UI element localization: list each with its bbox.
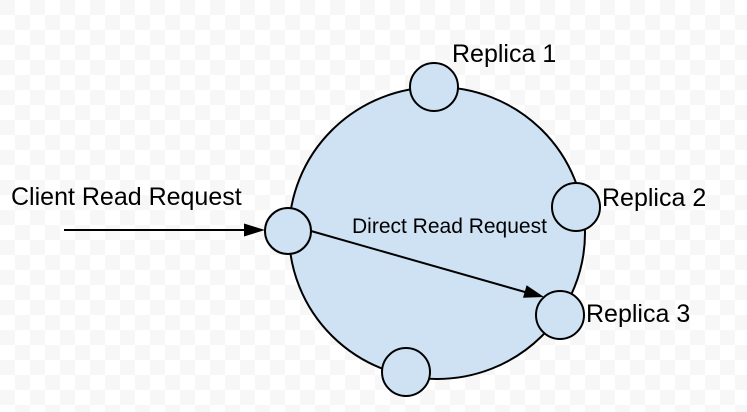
client-read-request-arrowhead (244, 223, 265, 237)
label-replica-1: Replica 1 (452, 40, 556, 68)
label-client-read-request: Client Read Request (11, 183, 242, 211)
node-client-entry (264, 207, 312, 255)
node-replica-3 (535, 290, 585, 340)
label-replica-3: Replica 3 (586, 300, 690, 328)
label-direct-read-request: Direct Read Request (352, 215, 547, 238)
label-replica-2: Replica 2 (602, 184, 706, 212)
node-replica-2 (551, 182, 601, 232)
direct-read-request-arrowhead (523, 285, 544, 298)
node-unlabeled-bottom (381, 347, 431, 397)
direct-read-request-arrow (310, 230, 526, 293)
node-replica-1 (409, 62, 459, 112)
